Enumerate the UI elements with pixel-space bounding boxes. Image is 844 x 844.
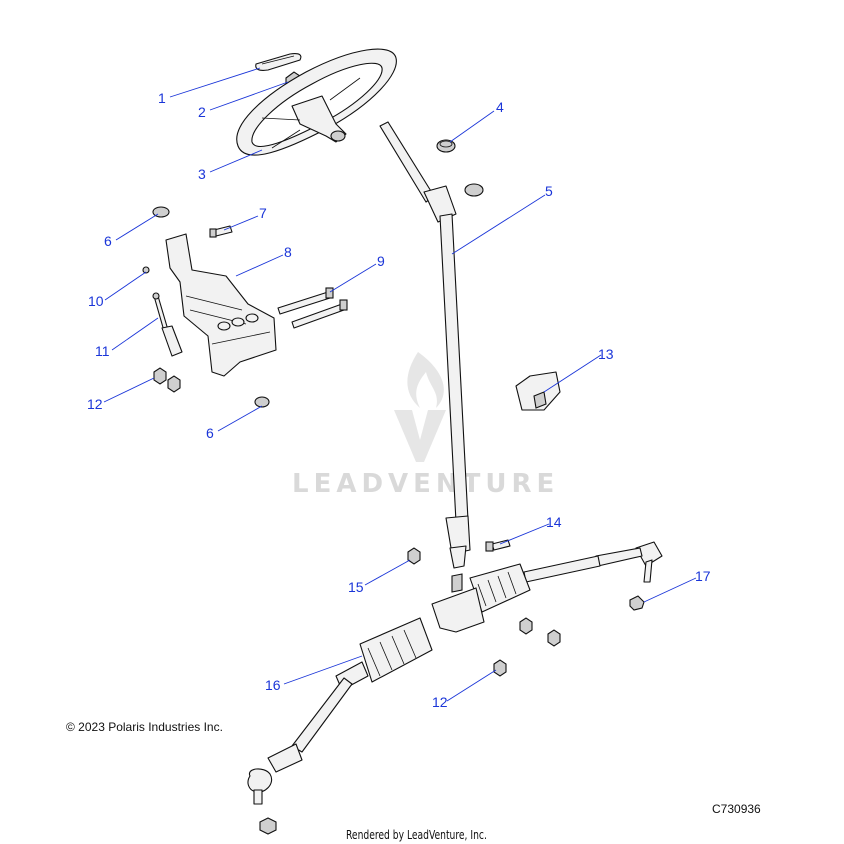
copyright-notice: © 2023 Polaris Industries Inc. <box>66 720 223 734</box>
callout-2: 2 <box>198 104 206 120</box>
callout-4: 4 <box>496 99 504 115</box>
part-steering-cap <box>255 53 302 71</box>
callout-12-lower: 12 <box>432 694 448 710</box>
callout-3: 3 <box>198 166 206 182</box>
callout-8: 8 <box>284 244 292 260</box>
part-gas-strut <box>152 292 183 357</box>
part-nut-15 <box>407 547 421 565</box>
callout-12-upper: 12 <box>87 396 103 412</box>
callout-14: 14 <box>546 514 562 530</box>
part-bolt-14 <box>485 539 511 552</box>
callout-15: 15 <box>348 579 364 595</box>
callout-10: 10 <box>88 293 104 309</box>
part-cover-13 <box>515 371 561 411</box>
part-fastener-10 <box>142 266 150 274</box>
part-steering-wheel <box>236 48 397 156</box>
part-grommet-6b <box>254 396 270 408</box>
leader-lines <box>103 67 697 702</box>
callout-17: 17 <box>695 568 711 584</box>
part-nuts-12b <box>493 617 561 677</box>
part-nuts-12a <box>153 367 181 393</box>
part-nut-bottom <box>259 817 277 835</box>
callout-1: 1 <box>158 90 166 106</box>
part-nut-17 <box>629 595 645 611</box>
callout-7: 7 <box>259 205 267 221</box>
callout-labels: 1 2 3 4 5 6 7 8 9 10 11 12 6 13 14 15 17… <box>87 90 711 710</box>
callout-11: 11 <box>95 343 110 359</box>
callout-6-lower: 6 <box>206 425 214 441</box>
part-tilt-bracket <box>165 233 277 377</box>
callout-13: 13 <box>598 346 614 362</box>
part-steering-shaft <box>379 121 484 569</box>
part-bolts-9 <box>277 287 348 329</box>
watermark-logo <box>394 352 446 462</box>
callout-5: 5 <box>545 183 553 199</box>
drawing-id: C730936 <box>712 802 761 816</box>
part-grommet-4 <box>436 139 456 153</box>
watermark-text: LEADVENTURE <box>292 469 559 499</box>
callout-9: 9 <box>377 253 385 269</box>
callout-16: 16 <box>265 677 281 693</box>
part-steering-rack <box>247 541 663 805</box>
callout-6-upper: 6 <box>104 233 112 249</box>
rendered-by-text: Rendered by LeadVenture, Inc. <box>346 828 487 842</box>
